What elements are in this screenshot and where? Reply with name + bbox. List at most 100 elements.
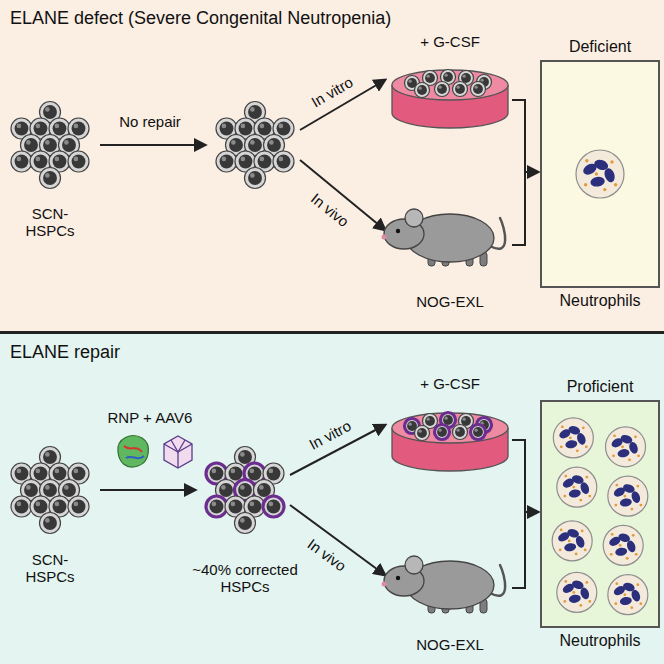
hspc-cell (68, 151, 89, 172)
hspc-cell (273, 151, 294, 172)
hspc-cell (269, 140, 274, 145)
hspc-cell (258, 155, 272, 169)
hspc-cell (36, 469, 41, 474)
hspc-cell (72, 500, 86, 514)
hspc-cell (415, 83, 430, 98)
hspc-cell (443, 72, 453, 82)
hspc-cell (245, 168, 266, 189)
neutrophil (585, 445, 588, 448)
hspc-cell (269, 469, 274, 474)
hspc-cell (11, 496, 32, 517)
neutrophil (576, 150, 624, 198)
neutrophil (639, 504, 642, 507)
neutrophil-box (540, 400, 660, 628)
corrected-cell (263, 496, 284, 517)
neutrophil (584, 183, 587, 186)
hspc-cell (45, 173, 50, 178)
neutrophil (585, 159, 588, 162)
neutrophil (614, 504, 617, 507)
flow-arrow (100, 144, 205, 146)
hspc-cell (471, 82, 486, 97)
neutrophil (572, 591, 575, 594)
hspc-cell (222, 124, 227, 129)
culture-dish (392, 70, 508, 128)
hspc-cell (216, 151, 237, 172)
hspc-cell (40, 513, 61, 534)
hspc-cell (240, 518, 245, 523)
corrected-cell (206, 496, 227, 517)
hspc-cell (462, 74, 465, 77)
hspc-cell (55, 157, 60, 162)
hspc-cell (24, 138, 38, 152)
neutrophil (608, 476, 648, 516)
neutrophil (560, 528, 563, 531)
hspc-cell (415, 83, 430, 98)
hspc-cell (11, 151, 32, 172)
hspc-cell (453, 425, 468, 440)
hspc-cell (45, 485, 50, 490)
result-box: ProficientNeutrophils (540, 378, 660, 650)
top-panel-ground (0, 0, 664, 331)
box-heading: Proficient (567, 378, 634, 396)
flow-arrow (100, 489, 195, 491)
box-heading: Deficient (569, 38, 631, 56)
flow-arrow (300, 160, 385, 230)
neutrophil (626, 557, 629, 560)
corrected-cell (471, 425, 486, 440)
neutrophil (553, 418, 593, 458)
result-box: DeficientNeutrophils (540, 38, 660, 310)
neutrophil (619, 497, 632, 507)
hspc-cell (229, 138, 243, 152)
hspc-cell (45, 452, 50, 457)
cas9-rnp-icon (124, 446, 142, 452)
neutrophil (588, 600, 591, 603)
hspc-cell (425, 416, 435, 426)
hspc-cell (473, 84, 483, 94)
hspc-cell (55, 469, 60, 474)
hspc-cell (455, 427, 465, 437)
hspc-cell (453, 82, 468, 97)
neutrophil (568, 489, 581, 499)
neutrophil (615, 582, 618, 585)
hspc-cell (456, 85, 459, 88)
cas9-rnp-icon (118, 436, 149, 467)
hspc-cell (216, 151, 237, 172)
hspc-cell (72, 122, 86, 136)
neutrophil (564, 475, 567, 478)
corrected-cell (437, 427, 447, 437)
hspc-cell (425, 73, 435, 83)
hspc-cell (34, 467, 48, 481)
hspc-cell (462, 417, 465, 420)
neutrophil-box (540, 60, 660, 288)
hspc-cell (68, 151, 89, 172)
bottom-panel-ground (0, 334, 664, 664)
nog-exl-mouse (382, 582, 387, 587)
hspc-cell (426, 74, 429, 77)
hspc-cell (241, 124, 246, 129)
hspc-cell (257, 483, 271, 497)
neutrophil (585, 476, 588, 479)
neutrophil (588, 495, 591, 498)
hspc-cell (417, 428, 427, 438)
neutrophil (552, 521, 592, 561)
corrected-cell (212, 502, 217, 507)
hspc-cell (17, 157, 22, 162)
label-text: NOG-EXL (416, 636, 484, 653)
hspc-cell (277, 155, 291, 169)
hspc-cell (64, 140, 69, 145)
neutrophil (639, 602, 642, 605)
panel-band: ELANE defect (Severe Congenital Neutrope… (0, 0, 664, 331)
hspc-cell (221, 485, 226, 490)
corrected-cell (240, 485, 245, 490)
hspc-cell (17, 469, 22, 474)
hspc-cell (62, 483, 76, 497)
neutrophil (564, 580, 567, 583)
neutrophil (623, 495, 626, 498)
hspc-cell (34, 500, 48, 514)
hspc-cell (45, 140, 50, 145)
corrected-cell (248, 467, 262, 481)
neutrophil (621, 445, 624, 448)
neutrophil (611, 533, 614, 536)
hspc-cell (474, 85, 477, 88)
hspc-cell (43, 450, 57, 464)
